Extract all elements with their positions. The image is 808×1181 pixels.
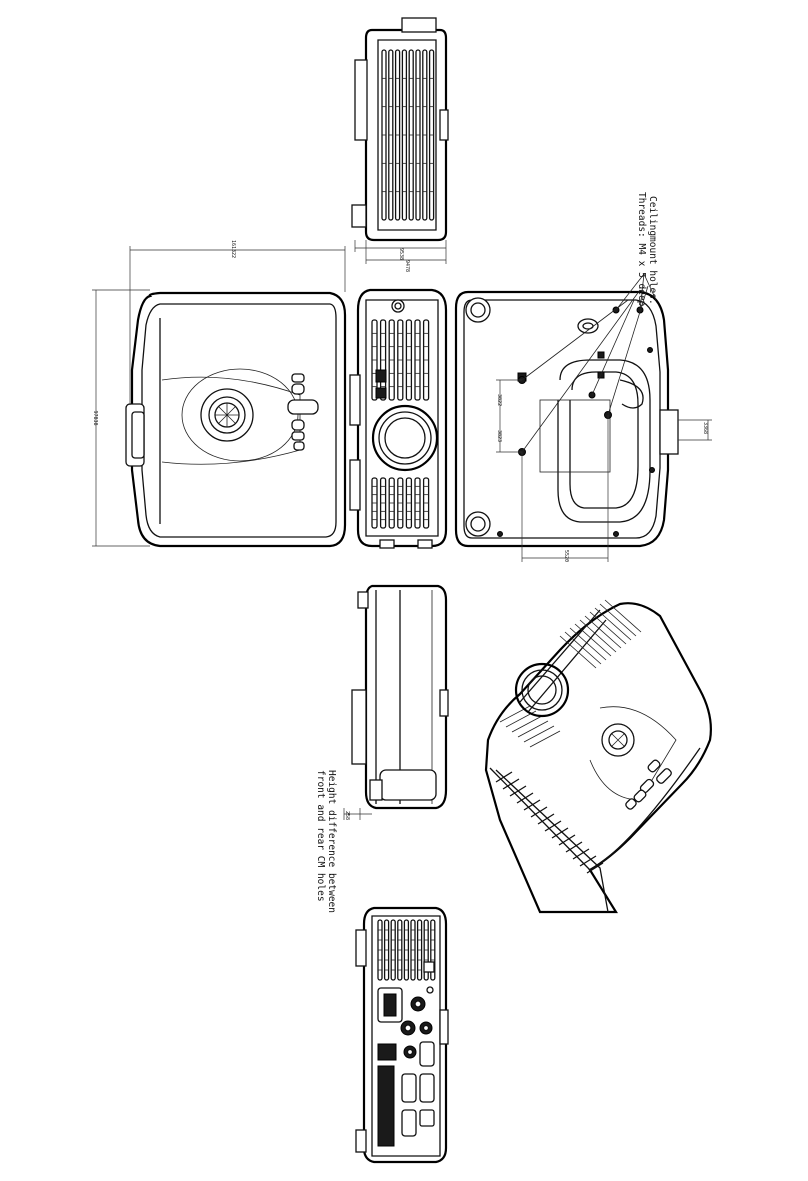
vent-slot <box>589 611 627 645</box>
io-vent-grille <box>377 919 436 981</box>
ceiling-mount-label-line2: Threads: M4 x 5 deep <box>636 192 647 307</box>
rear-view <box>351 17 449 242</box>
dim-bottom-hole-a: 3822 <box>496 394 502 406</box>
vent-slot <box>523 725 555 743</box>
vent-slot <box>517 720 549 738</box>
top-view <box>125 291 347 548</box>
dim-height-diff: 258 <box>344 811 350 820</box>
vent-slot <box>579 855 597 867</box>
dim-bottom-side-offset: 3368 <box>702 422 708 434</box>
vent-slot <box>511 715 543 733</box>
vent-slot <box>551 827 569 839</box>
dim-bottom-hole-b: 3823 <box>496 430 502 442</box>
ceiling-mount-annotation: Ceilingmount holes. Threads: M4 x 5 deep <box>615 192 658 311</box>
front-upper-vents <box>371 319 430 401</box>
vent-slot <box>604 599 642 633</box>
iso-keypad <box>625 759 672 810</box>
vent-slot <box>523 799 541 811</box>
height-diff-annotation: Height difference between front and rear… <box>315 770 337 913</box>
side-view: 258 <box>343 584 449 820</box>
dim-rear-width-a: 9538 <box>398 248 404 260</box>
ceiling-mount-label-line1: Ceilingmount holes. <box>647 196 658 305</box>
iso-side-vents <box>495 771 604 874</box>
rear-dimensions: 9538 9478 <box>354 240 447 272</box>
vent-slot <box>565 841 583 853</box>
vent-slot <box>579 619 617 653</box>
vent-slot <box>516 792 534 804</box>
dim-rear-width-b: 9478 <box>404 260 410 272</box>
vent-slot <box>537 813 555 825</box>
height-diff-label-line2: front and rear CM holes <box>315 770 326 902</box>
vent-slot <box>594 607 632 641</box>
vent-slot <box>544 820 562 832</box>
io-panel-view <box>355 906 449 1164</box>
vent-slot <box>558 834 576 846</box>
vent-slot <box>502 778 520 790</box>
dim-bottom-hole-span: 5520 <box>563 550 569 562</box>
front-lower-vents <box>371 477 430 529</box>
vent-slot <box>559 635 597 669</box>
dim-top-total-depth: 97838 <box>92 410 98 425</box>
front-view <box>349 288 448 549</box>
vent-slot <box>509 785 527 797</box>
vent-slot <box>569 627 607 661</box>
vent-slot <box>586 862 604 874</box>
vent-slot <box>564 631 602 665</box>
bottom-dimensions: 3822 3823 5520 3368 <box>496 379 712 562</box>
vent-slot <box>584 615 622 649</box>
top-dimensions: 161322 97838 <box>92 240 346 547</box>
dim-top-total-width: 161322 <box>230 240 236 258</box>
vent-slot <box>572 848 590 860</box>
height-diff-label-line1: Height difference between <box>326 770 337 913</box>
keypad-buttons <box>287 373 319 451</box>
bottom-view <box>454 285 679 548</box>
vent-slot <box>495 771 513 783</box>
isometric-view <box>484 599 712 914</box>
vent-slot <box>599 603 637 637</box>
vent-slot <box>530 806 548 818</box>
vent-slot <box>574 623 612 657</box>
rear-vent-grille <box>381 49 435 221</box>
vent-slot <box>529 730 561 748</box>
